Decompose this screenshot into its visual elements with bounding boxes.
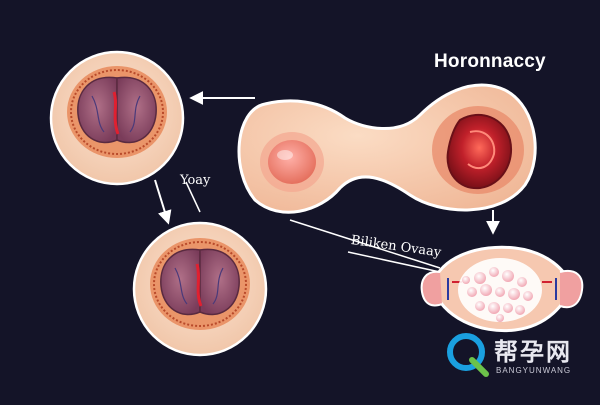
watermark-text-en: BANGYUNWANG <box>496 366 572 375</box>
cyst-blob <box>237 83 537 214</box>
watermark-text-cn: 帮孕网 <box>494 339 572 366</box>
connector-arrows <box>154 91 500 273</box>
ovary-circle-top <box>49 50 185 186</box>
diagram-title: Horonnaccy <box>434 51 546 72</box>
follicle-bubbles <box>462 267 533 322</box>
label-ovary: Yoay <box>180 173 211 188</box>
ovary-circle-bottom <box>132 221 268 357</box>
follicle-organ <box>420 245 584 333</box>
watermark-logo-icon <box>447 333 489 377</box>
